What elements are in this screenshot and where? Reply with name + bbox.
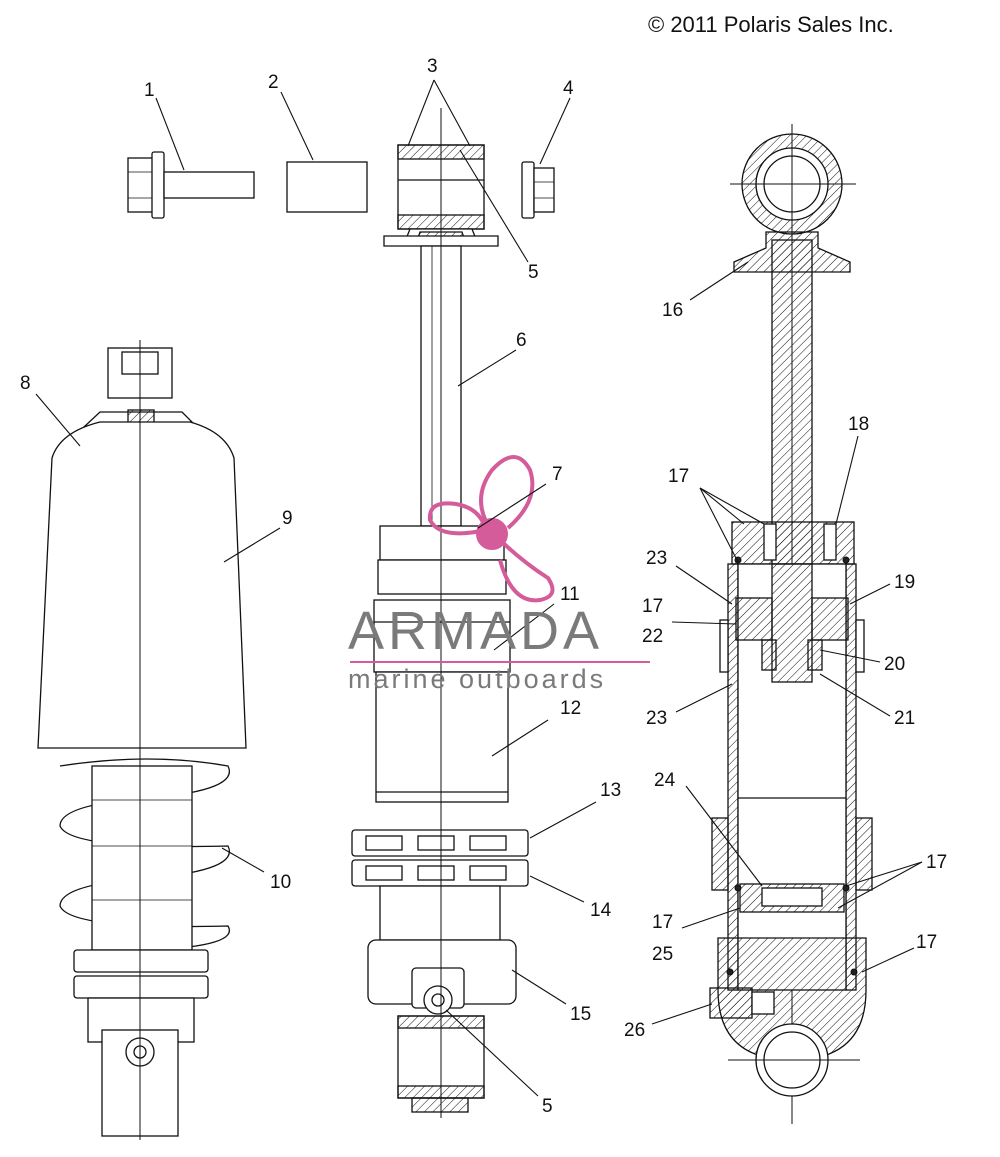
- callout-26: 26: [624, 1020, 645, 1041]
- watermark-underline: [350, 661, 650, 663]
- callout-23-top: 23: [646, 548, 667, 569]
- callout-14: 14: [590, 900, 612, 921]
- left-shock-with-spring: [37, 340, 247, 1140]
- callout-4: 4: [563, 78, 574, 99]
- watermark-tagline: marine outboards: [348, 664, 607, 694]
- callout-2: 2: [268, 72, 279, 93]
- callout-8: 8: [20, 373, 31, 394]
- callout-13: 13: [600, 780, 621, 801]
- callout-17-lower: 17: [652, 912, 673, 933]
- callout-15: 15: [570, 1004, 591, 1025]
- callout-9: 9: [282, 508, 293, 529]
- callout-17-right: 17: [926, 852, 947, 873]
- bushing-sleeve: [286, 161, 368, 213]
- middle-shock-assembly: [351, 108, 529, 1118]
- callout-18: 18: [848, 414, 869, 435]
- callout-17-bottom: 17: [916, 932, 937, 953]
- callout-23-bottom: 23: [646, 708, 667, 729]
- callout-17-top: 17: [668, 466, 689, 487]
- callout-5-bottom: 5: [542, 1096, 553, 1117]
- callout-16: 16: [662, 300, 683, 321]
- callout-24: 24: [654, 770, 676, 791]
- watermark-brand: ARMADA: [348, 601, 604, 661]
- callout-11: 11: [560, 584, 580, 605]
- flange-bolt: [127, 151, 255, 219]
- callout-25: 25: [652, 944, 673, 965]
- callout-labels: 1 2 3 4 5 6 7 8 9 10 11 12 13 14 15 5 16…: [20, 56, 947, 1117]
- flange-nut: [521, 161, 555, 219]
- callout-5-top: 5: [528, 262, 539, 283]
- callout-17-mid: 17: [642, 596, 663, 617]
- leader-lines: [35, 79, 923, 1097]
- watermark-logo: [427, 455, 555, 603]
- callout-10: 10: [270, 872, 291, 893]
- callout-22: 22: [642, 626, 663, 647]
- callout-3: 3: [427, 56, 438, 77]
- callout-12: 12: [560, 698, 581, 719]
- callout-19: 19: [894, 572, 915, 593]
- copyright-notice: © 2011 Polaris Sales Inc.: [648, 12, 894, 37]
- callout-1: 1: [144, 80, 155, 101]
- right-section-view: [709, 124, 873, 1124]
- callout-7: 7: [552, 464, 563, 485]
- callout-6: 6: [516, 330, 527, 351]
- callout-20: 20: [884, 654, 905, 675]
- callout-21: 21: [894, 708, 915, 729]
